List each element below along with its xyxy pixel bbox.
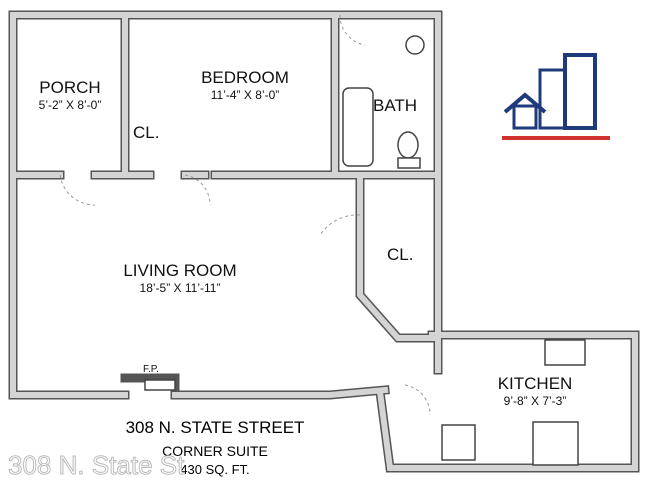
sink <box>405 35 425 55</box>
watermark: 308 N. State St <box>7 450 185 481</box>
fixtures <box>144 35 586 466</box>
room-name: KITCHEN <box>497 374 573 393</box>
room-bath: BATH <box>373 96 418 115</box>
address-title: 308 N. STATE STREET <box>125 418 305 437</box>
unit-title: CORNER SUITE <box>162 443 268 459</box>
room-closet-small: CL. <box>133 123 160 142</box>
toilet-tank <box>397 157 421 169</box>
room-dimensions: 5’-2” X 8’-0” <box>38 98 102 112</box>
stove <box>441 424 476 461</box>
walls <box>8 10 640 473</box>
room-dimensions: 9’-8” X 7’-3” <box>503 394 567 408</box>
room-name: PORCH <box>39 78 101 97</box>
logo <box>502 53 610 140</box>
logo-house-roof <box>503 92 547 114</box>
toilet <box>397 131 419 159</box>
area-label: 430 SQ. FT. <box>180 462 250 477</box>
room-bedroom: BEDROOM 11’-4” X 8’-0” <box>180 68 310 102</box>
room-porch: PORCH 5’-2” X 8’-0” <box>20 78 120 112</box>
room-kitchen: KITCHEN 9’-8” X 7’-3” <box>480 374 590 408</box>
bathtub <box>342 87 374 167</box>
fireplace-label: F.P. <box>143 364 159 375</box>
room-dimensions: 18’-5” X 11’-11” <box>139 281 221 295</box>
room-name: BEDROOM <box>201 68 289 87</box>
logo-underline <box>502 136 610 140</box>
refrigerator <box>532 421 579 466</box>
room-dimensions: 11’-4” X 8’-0” <box>210 88 280 102</box>
door-swings <box>59 14 431 416</box>
room-closet: CL. <box>387 245 414 264</box>
room-living: LIVING ROOM 18’-5” X 11’-11” <box>110 261 250 295</box>
kitchen-sink <box>544 339 586 366</box>
room-name: LIVING ROOM <box>123 261 237 280</box>
fireplace-hearth <box>144 379 176 391</box>
